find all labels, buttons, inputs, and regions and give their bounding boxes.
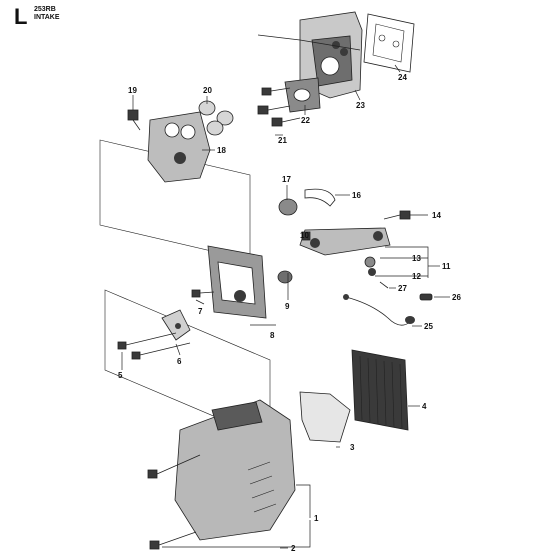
callout-numbers: 19 20 18 17 16 14 10 13 11 12 27 26 25 4… xyxy=(118,73,461,553)
callout-2: 2 xyxy=(291,544,296,553)
part-3-prefilter xyxy=(299,391,351,443)
part-7-screw xyxy=(191,289,215,298)
callout-13: 13 xyxy=(412,254,421,263)
callout-17: 17 xyxy=(282,175,291,184)
callout-7: 7 xyxy=(198,307,203,316)
callout-20: 20 xyxy=(203,86,212,95)
callout-1: 1 xyxy=(314,514,319,523)
part-14-screw xyxy=(383,210,411,220)
part-17-grommet xyxy=(278,198,298,216)
part-22-insulator xyxy=(284,77,321,113)
part-27-pin xyxy=(379,281,389,289)
callout-18: 18 xyxy=(217,146,226,155)
section-letter: L xyxy=(14,4,28,29)
part-6-plate xyxy=(161,309,191,341)
callout-23: 23 xyxy=(356,101,365,110)
part-25-cable xyxy=(343,294,415,326)
callout-3: 3 xyxy=(350,443,355,452)
callout-22: 22 xyxy=(301,116,310,125)
callout-16: 16 xyxy=(352,191,361,200)
part-26-clip xyxy=(419,293,433,301)
part-19-knob xyxy=(127,109,141,131)
callout-14: 14 xyxy=(432,211,441,220)
part-24-gasket xyxy=(363,13,415,73)
callout-4: 4 xyxy=(422,402,427,411)
callout-8: 8 xyxy=(270,331,275,340)
part-21-screws xyxy=(257,87,301,127)
part-10-bolt xyxy=(301,231,311,241)
model-number: 253RB xyxy=(34,6,56,13)
callout-5: 5 xyxy=(118,371,123,380)
part-18-carburetor xyxy=(147,111,211,183)
callout-10: 10 xyxy=(300,231,309,240)
part-16-hose xyxy=(304,188,336,207)
callout-26: 26 xyxy=(452,293,461,302)
part-5-screws xyxy=(117,332,191,360)
part-1-filter-cover xyxy=(174,399,296,541)
callout-9: 9 xyxy=(285,302,290,311)
callout-12: 12 xyxy=(412,272,421,281)
part-9-grommet xyxy=(277,270,293,284)
part-4-air-filter xyxy=(351,349,409,431)
callout-21: 21 xyxy=(278,136,287,145)
section-title: INTAKE xyxy=(34,14,60,21)
callout-25: 25 xyxy=(424,322,433,331)
callout-6: 6 xyxy=(177,357,182,366)
callout-27: 27 xyxy=(398,284,407,293)
part-12-13-nuts xyxy=(364,256,376,276)
part-2-cover-screws xyxy=(147,454,201,550)
callout-19: 19 xyxy=(128,86,137,95)
part-23-intake-adapter xyxy=(299,11,363,99)
part-8-filter-base xyxy=(207,245,267,319)
leader-lines xyxy=(121,34,450,549)
callout-11: 11 xyxy=(442,262,451,271)
part-11-bracket xyxy=(299,227,391,256)
callout-24: 24 xyxy=(398,73,407,82)
